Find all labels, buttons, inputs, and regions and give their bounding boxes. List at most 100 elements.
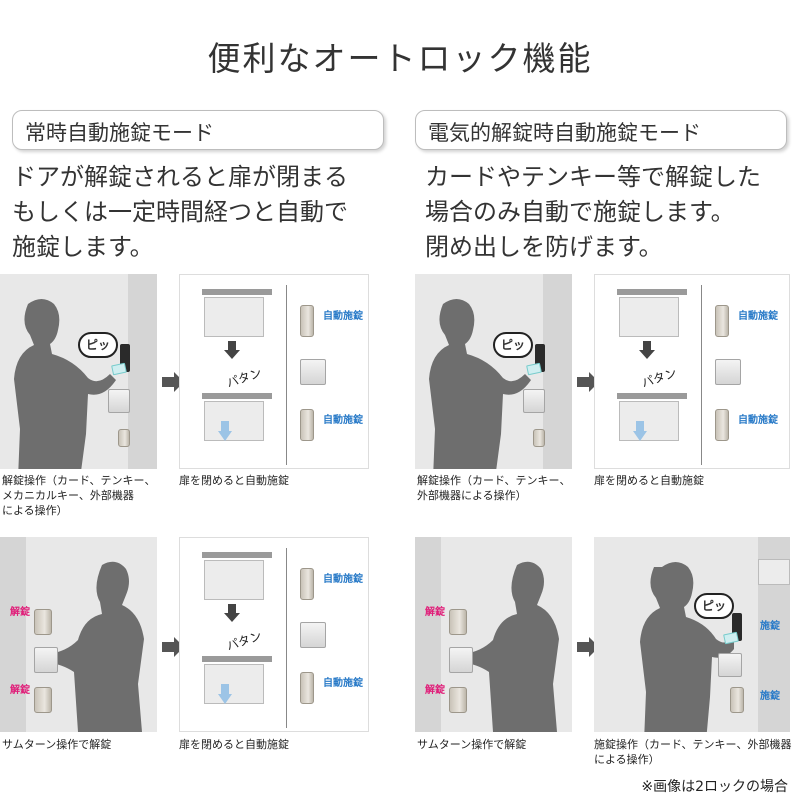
lock-label: 施錠: [760, 691, 780, 702]
arrow-right-icon: [577, 372, 599, 392]
door-frame: [128, 274, 157, 469]
illustration-lock-card: ピッ 施錠 施錠: [594, 537, 790, 732]
illustration-thumbturn: 解錠 解錠: [415, 537, 572, 732]
caption-line: サムターン操作で解錠: [2, 738, 112, 751]
arrow-down-blue-icon: [218, 684, 232, 704]
lock-unit: [715, 305, 729, 337]
illustration-thumbturn: 解錠 解錠: [0, 537, 157, 732]
caption-line: による操作）: [2, 504, 68, 517]
desc-line: 施錠します。: [12, 233, 154, 261]
desc-line: ドアが解錠されると扉が閉まる: [12, 163, 348, 191]
caption-line: 扉を閉めると自動施錠: [179, 738, 289, 751]
illustration-door-close: パタン 自動施錠 自動施錠: [179, 274, 369, 469]
caption-close-auto: 扉を閉めると自動施錠: [179, 473, 369, 488]
lock-unit: [300, 409, 314, 441]
door-top: [617, 393, 687, 399]
divider: [286, 285, 287, 465]
card-icon: [526, 362, 542, 376]
auto-lock-label: 自動施錠: [323, 678, 363, 689]
divider: [701, 285, 702, 465]
illustration-door-close: パタン 自動施錠 自動施錠: [179, 537, 369, 732]
footnote: ※画像は2ロックの場合: [641, 779, 788, 795]
lock-unit: [533, 429, 545, 447]
arrow-down-icon: [224, 604, 240, 622]
lock-unit: [300, 568, 314, 600]
person-silhouette-icon: [46, 561, 144, 732]
illustration-unlock-card: ピッ: [415, 274, 572, 469]
thumbturn-plate: [34, 647, 58, 673]
page-title: 便利なオートロック機能: [207, 39, 593, 78]
person-silhouette-icon: [14, 299, 116, 469]
arrow-down-icon: [224, 341, 240, 359]
door-frame: [415, 537, 441, 732]
card-icon: [723, 631, 739, 645]
door-frame: [0, 537, 26, 732]
auto-lock-label: 自動施錠: [323, 311, 363, 322]
caption-close-auto: 扉を閉めると自動施錠: [594, 473, 790, 488]
door-top: [202, 289, 272, 295]
caption-line: 外部機器による操作）: [417, 489, 527, 502]
door-frame: [543, 274, 572, 469]
lock-unit: [300, 672, 314, 704]
lock-unit: [730, 687, 744, 713]
mode-desc-electric: カードやテンキー等で解錠した 場合のみ自動で施錠します。 閉め出しを防げます。: [425, 160, 800, 265]
card-icon: [111, 362, 127, 376]
door-top: [202, 552, 272, 558]
lock-unit: [34, 609, 52, 635]
caption-line: 扉を閉めると自動施錠: [594, 474, 704, 487]
lock-unit: [300, 305, 314, 337]
beep-bubble: ピッ: [493, 332, 533, 358]
mode-heading-always: 常時自動施錠モード: [12, 110, 384, 150]
auto-lock-label: 自動施錠: [738, 311, 778, 322]
divider: [286, 548, 287, 728]
caption-thumbturn: サムターン操作で解錠: [417, 737, 577, 752]
thumbturn-plate: [449, 647, 473, 673]
window: [758, 559, 790, 585]
illustration-unlock-card: ピッ: [0, 274, 157, 469]
caption-line: による操作）: [594, 753, 660, 766]
desc-line: カードやテンキー等で解錠した: [425, 163, 761, 191]
caption-line: サムターン操作で解錠: [417, 738, 527, 751]
caption-unlock-op: 解錠操作（カード、テンキー、 外部機器による操作）: [417, 473, 577, 503]
desc-line: もしくは一定時間経つと自動で: [12, 198, 348, 226]
door-leaf: [204, 664, 264, 704]
auto-lock-label: 自動施錠: [323, 574, 363, 585]
door-top: [202, 656, 272, 662]
thumbturn-plate: [715, 359, 741, 385]
arrow-down-blue-icon: [633, 421, 647, 441]
arrow-down-icon: [639, 341, 655, 359]
thumbturn-plate: [718, 653, 742, 677]
lock-unit: [715, 409, 729, 441]
person-silhouette-icon: [461, 561, 559, 732]
unlock-label: 解錠: [425, 607, 445, 618]
arrow-right-icon: [162, 637, 184, 657]
unlock-label: 解錠: [10, 607, 30, 618]
caption-lock-op: 施錠操作（カード、テンキー、外部機器 による操作）: [594, 737, 794, 767]
door-leaf: [619, 401, 679, 441]
door-leaf: [204, 560, 264, 600]
lock-unit: [118, 429, 130, 447]
caption-line: メカニカルキー、外部機器: [2, 489, 134, 502]
lock-unit: [449, 687, 467, 713]
sound-label: パタン: [639, 365, 679, 391]
caption-line: 施錠操作（カード、テンキー、外部機器: [594, 738, 792, 751]
card-reader: [732, 613, 742, 641]
card-reader: [535, 344, 545, 372]
door-top: [617, 289, 687, 295]
unlock-label: 解錠: [425, 685, 445, 696]
desc-line: 場合のみ自動で施錠します。: [425, 198, 735, 226]
door-top: [202, 393, 272, 399]
thumbturn-plate: [300, 359, 326, 385]
thumbturn-plate: [108, 389, 130, 413]
auto-lock-label: 自動施錠: [323, 415, 363, 426]
lock-label: 施錠: [760, 621, 780, 632]
card-reader: [120, 344, 130, 372]
illustration-door-close: パタン 自動施錠 自動施錠: [594, 274, 790, 469]
person-silhouette-icon: [429, 299, 531, 469]
beep-bubble: ピッ: [78, 332, 118, 358]
person-silhouette-icon: [640, 562, 734, 732]
lock-unit: [34, 687, 52, 713]
arrow-down-blue-icon: [218, 421, 232, 441]
caption-thumbturn: サムターン操作で解錠: [2, 737, 162, 752]
caption-line: 扉を閉めると自動施錠: [179, 474, 289, 487]
